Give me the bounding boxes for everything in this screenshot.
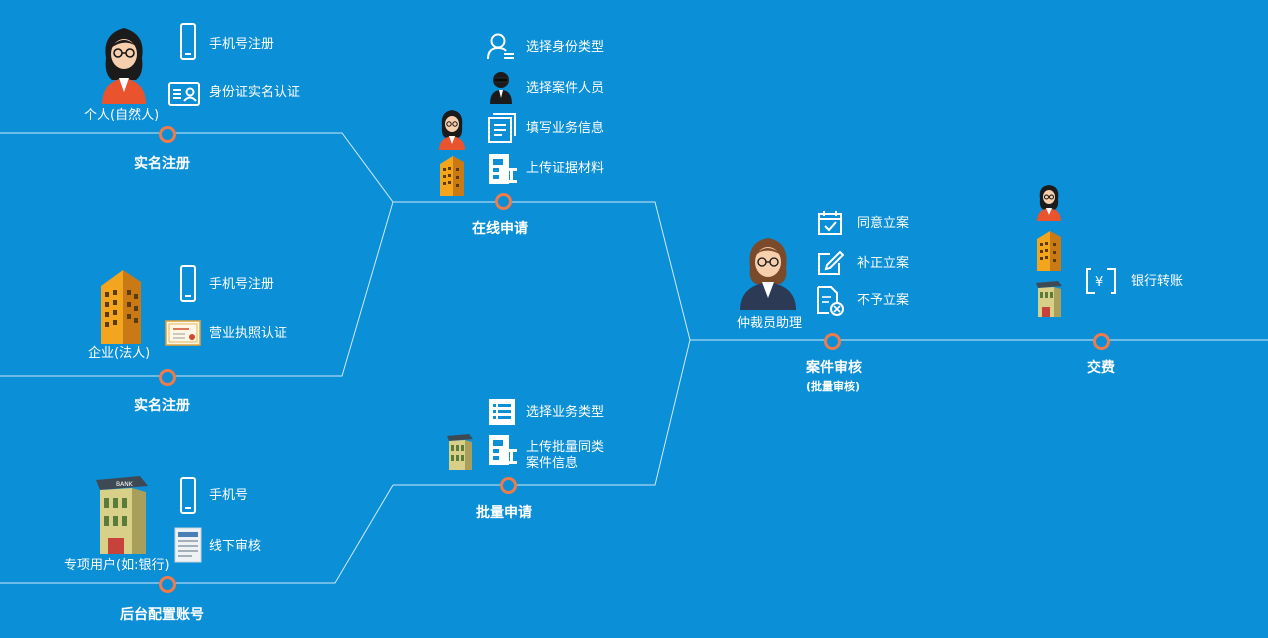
node-payment [1093,333,1110,350]
fill-form-icon [488,113,516,143]
svg-text:¥: ¥ [1095,275,1103,290]
upload-evidence-icon [489,154,517,184]
document-review-icon [174,527,202,563]
review-accept: 同意立案 [857,216,910,231]
stage-case-review: 案件审核 [806,360,862,376]
review-actor-label: 仲裁员助理 [737,316,803,331]
stage-payment: 交费 [1087,360,1115,376]
enterprise-label: 企业(法人) [88,346,151,361]
node-case-review [824,333,841,350]
mobile-phone-icon [180,265,196,302]
bank-sign-text: BANK [116,481,134,488]
special-phone: 手机号 [209,488,249,503]
review-amend: 补正立案 [857,256,910,271]
office-building-icon [1037,231,1061,271]
reject-document-icon [817,286,844,316]
payment-bank-transfer: 银行转账 [1131,274,1184,289]
person-label: 个人(自然人) [84,108,160,123]
case-person-icon [490,72,512,104]
bank-building-icon [447,434,473,470]
line-online [393,201,691,341]
online-fill-business-info: 填写业务信息 [526,121,605,136]
woman-avatar-icon [1037,185,1061,221]
id-card-icon [168,82,200,106]
line-person [0,132,394,203]
bank-building-icon [1036,281,1062,317]
bank-transfer-icon: ¥ [1086,268,1116,294]
stage-case-review-sub: (批量审核) [806,380,861,393]
mobile-phone-icon [180,23,196,60]
upload-batch-icon [489,435,517,465]
line-special [0,484,394,584]
stage-online-apply: 在线申请 [472,221,528,237]
user-identity-icon [487,33,514,60]
enterprise-phone-register: 手机号注册 [209,277,275,292]
woman-avatar-icon [102,28,146,104]
person-phone-register: 手机号注册 [209,37,275,52]
node-enterprise-register [159,369,176,386]
batch-select-business-type: 选择业务类型 [526,405,605,420]
enterprise-license-verify: 营业执照认证 [209,326,288,341]
bank-building-icon: BANK [96,476,148,554]
stage-special-config: 后台配置账号 [120,607,204,623]
line-enterprise [0,201,394,377]
office-building-icon [101,270,141,344]
review-reject: 不予立案 [857,293,910,308]
mobile-phone-icon [180,477,196,514]
special-user-label: 专项用户(如:银行) [64,558,170,573]
batch-upload-line1: 上传批量同类 [526,440,605,455]
list-type-icon [489,399,515,425]
online-upload-evidence: 上传证据材料 [526,161,605,176]
business-license-icon [165,320,201,346]
online-select-persons: 选择案件人员 [526,81,605,96]
calendar-check-icon [818,211,842,235]
stage-enterprise-register: 实名注册 [134,398,190,414]
person-id-verify: 身份证实名认证 [209,85,301,100]
batch-upload-line2: 案件信息 [526,456,579,471]
stage-batch-apply: 批量申请 [476,505,532,521]
arbitrator-assistant-icon [740,238,796,310]
special-offline-review: 线下审核 [209,539,262,554]
node-special-register [159,576,176,593]
online-select-identity: 选择身份类型 [526,40,605,55]
edit-icon [818,250,844,275]
node-batch-apply [500,477,517,494]
woman-avatar-icon [439,110,465,150]
node-person-register [159,126,176,143]
node-online-apply [495,193,512,210]
stage-person-register: 实名注册 [134,156,190,172]
office-building-icon [440,156,464,196]
line-batch [393,339,691,486]
